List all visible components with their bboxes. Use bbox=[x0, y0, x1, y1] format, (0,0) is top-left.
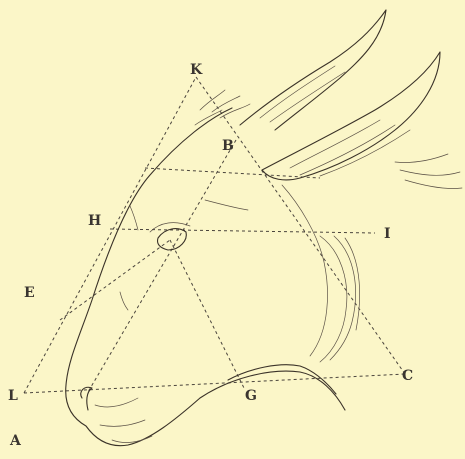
ear-right-hatching bbox=[290, 120, 410, 176]
label-H: H bbox=[88, 213, 101, 229]
ear-left bbox=[240, 10, 386, 130]
face-hatching bbox=[120, 200, 248, 310]
label-A: A bbox=[9, 433, 22, 449]
ear-left-hatching bbox=[260, 66, 345, 122]
ear-right bbox=[262, 52, 440, 180]
forelock-hair bbox=[195, 90, 250, 125]
eye bbox=[157, 229, 186, 250]
label-B: B bbox=[222, 138, 234, 154]
line-B-nose bbox=[88, 140, 236, 392]
mouth bbox=[100, 420, 145, 426]
label-K: K bbox=[190, 62, 203, 78]
nostril bbox=[81, 387, 92, 410]
cheek-curve bbox=[282, 185, 327, 356]
label-L: L bbox=[8, 388, 18, 404]
line-eye-G bbox=[170, 240, 245, 390]
label-G: G bbox=[245, 388, 257, 404]
label-I: I bbox=[384, 226, 391, 242]
label-E: E bbox=[24, 285, 35, 301]
line-forehead bbox=[145, 168, 320, 178]
line-K-C bbox=[196, 77, 405, 374]
line-L-K bbox=[24, 77, 196, 393]
neck-curve-1 bbox=[320, 236, 347, 362]
line-L-C bbox=[24, 374, 405, 393]
mane-wisps bbox=[395, 154, 462, 189]
neck-curve-3 bbox=[345, 238, 360, 330]
label-C: C bbox=[402, 368, 413, 384]
line-H-I bbox=[110, 229, 375, 233]
head-outline bbox=[66, 108, 345, 446]
